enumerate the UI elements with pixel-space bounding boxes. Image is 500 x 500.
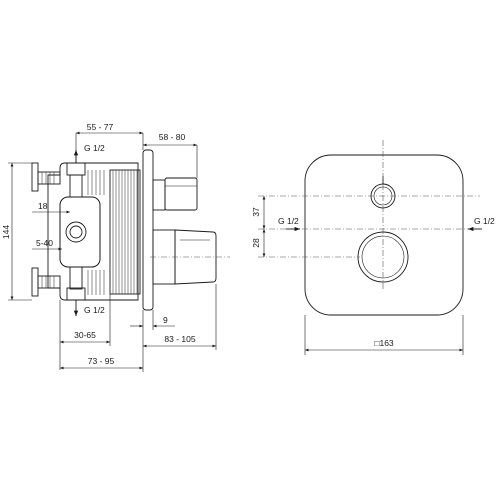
dim-18-label: 18 (38, 201, 48, 211)
thread-left-label: G 1/2 (278, 216, 299, 226)
side-view: 55 - 77 58 - 80 G 1/2 144 18 5-40 (1, 122, 230, 372)
dim-163: □163 (304, 315, 464, 355)
thread-left: G 1/2 (278, 216, 300, 232)
dim-30-65-label: 30-65 (74, 330, 96, 340)
dim-73-95-label: 73 - 95 (88, 356, 115, 366)
dim-9: 9 (130, 310, 175, 350)
valve-body-outline (47, 162, 139, 301)
dim-37: 37 (251, 196, 266, 229)
thread-top-label: G 1/2 (84, 143, 105, 153)
dim-55-77-label: 55 - 77 (87, 122, 114, 132)
top-handle (164, 177, 198, 211)
center-port-inner (69, 225, 83, 239)
dim-58-80-label: 58 - 80 (159, 132, 186, 142)
plaster-guard-hatch (112, 170, 138, 294)
left-bracket-bottom (31, 267, 61, 297)
thread-right: G 1/2 (468, 216, 495, 232)
wall-plate-front (304, 154, 464, 316)
thermostat-knob (174, 229, 217, 285)
bottom-connector (66, 287, 86, 301)
top-handle-stem (152, 179, 166, 211)
dim-18: 18 (32, 201, 70, 214)
dim-5-40-label: 5-40 (36, 238, 53, 248)
dim-30-65: 30-65 (59, 294, 111, 370)
wall-plate-side (142, 149, 154, 311)
bottom-nut (69, 266, 83, 290)
dim-73-95: 73 - 95 (60, 350, 144, 372)
dim-28-label: 28 (251, 238, 261, 248)
dim-163-label: □163 (374, 338, 394, 348)
dim-5-40: 5-40 (32, 238, 62, 251)
dim-28: 28 (251, 229, 266, 257)
center-port-outer (65, 221, 87, 243)
thread-right-label: G 1/2 (474, 216, 495, 226)
front-view: 37 28 G 1/2 G 1/2 □163 (251, 140, 495, 355)
dim-37-label: 37 (251, 207, 261, 217)
top-connector (66, 162, 86, 176)
dim-83-105: 83 - 105 (143, 284, 217, 350)
dim-83-105-label: 83 - 105 (164, 334, 195, 344)
left-bracket-top (31, 162, 61, 192)
dim-144-label: 144 (1, 225, 11, 239)
thread-bottom: G 1/2 (73, 300, 105, 316)
thread-top: G 1/2 (73, 143, 105, 163)
dim-58-80: 58 - 80 (143, 132, 198, 178)
dim-144: 144 (1, 162, 32, 301)
dim-9-label: 9 (163, 315, 168, 325)
thread-bottom-label: G 1/2 (84, 305, 105, 315)
body-hatch-top (87, 170, 105, 195)
body-hatch-bottom (87, 270, 105, 295)
top-nut (69, 174, 83, 198)
